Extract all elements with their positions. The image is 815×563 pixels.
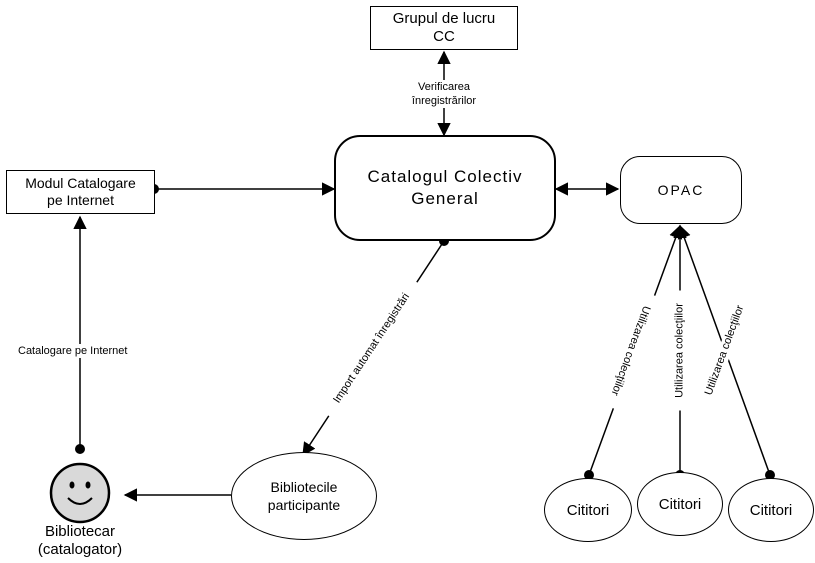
node-label: OPAC xyxy=(657,182,705,198)
node-label: Cititori xyxy=(658,495,702,513)
edge-label: Utilizarea colecţiilor xyxy=(673,303,686,398)
node-cititori: Cititori xyxy=(637,472,723,536)
node-label: General xyxy=(411,189,479,208)
node-label: pe Internet xyxy=(47,192,114,208)
edge-label: Catalogare pe Internet xyxy=(18,345,128,357)
edge-label-utilizare-2: Utilizarea colecţiilor xyxy=(673,290,687,411)
node-catalogul-colectiv: Catalogul Colectiv General xyxy=(334,135,556,241)
smiley-face-icon xyxy=(49,462,111,524)
node-opac: OPAC xyxy=(620,156,742,224)
node-label: Catalogul Colectiv xyxy=(367,167,523,186)
node-label: Modul Catalogare xyxy=(25,175,136,191)
edge-label: înregistrărilor xyxy=(411,95,477,107)
node-cititori: Cititori xyxy=(728,478,814,542)
actor-bibliotecar-label: Bibliotecar (catalogator) xyxy=(15,523,145,559)
node-cititori: Cititori xyxy=(544,478,632,542)
node-bibliotecile-participante: Bibliotecile participante xyxy=(231,452,377,540)
node-label: participante xyxy=(267,497,341,513)
edge-label-verificarea: Verificarea înregistrărilor xyxy=(398,80,490,108)
node-label: Cititori xyxy=(566,501,610,519)
node-label: Bibliotecile xyxy=(270,479,338,495)
node-modul-catalogare: Modul Catalogare pe Internet xyxy=(6,170,155,214)
actor-label: Bibliotecar xyxy=(44,523,116,540)
actor-label: (catalogator) xyxy=(37,541,123,558)
node-label: Grupul de lucru xyxy=(392,10,496,27)
node-label: Cititori xyxy=(749,501,793,519)
connector-dot xyxy=(584,470,594,480)
connector-dot xyxy=(765,470,775,480)
connector-dot xyxy=(75,444,85,454)
node-grupul-de-lucru: Grupul de lucru CC xyxy=(370,6,518,50)
edge-label-catalogare: Catalogare pe Internet xyxy=(16,344,130,358)
node-label: CC xyxy=(433,28,455,45)
edge-label: Verificarea xyxy=(418,81,470,93)
